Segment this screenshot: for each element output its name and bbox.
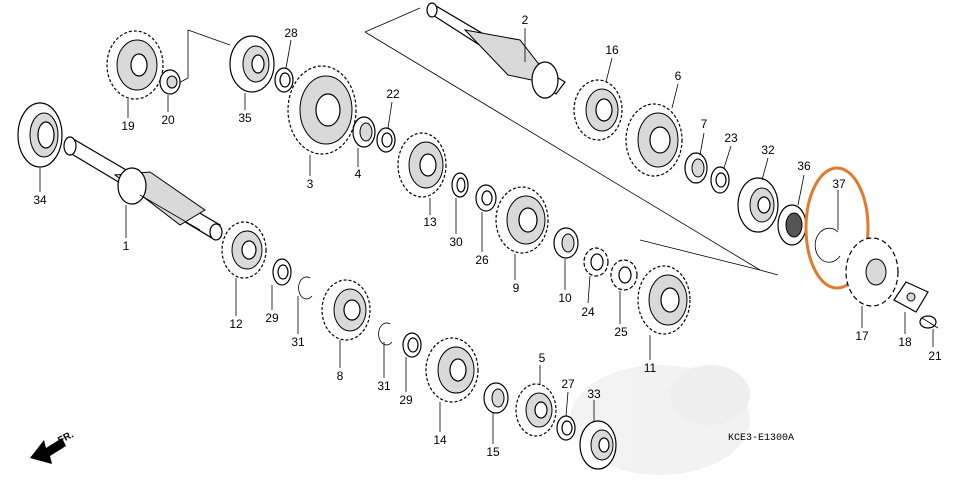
- part-8-gear[interactable]: [321, 279, 371, 341]
- part-number-label: 5: [539, 351, 546, 365]
- part-29-washer-upper[interactable]: [272, 258, 292, 286]
- lower-frame-line: [639, 239, 761, 271]
- direction-label: FR.: [56, 429, 76, 446]
- part-number-label: 10: [558, 291, 572, 305]
- part-20-collar[interactable]: [159, 69, 181, 95]
- part-number-label: 17: [855, 329, 869, 343]
- part-21-bolt[interactable]: [919, 315, 939, 329]
- part-number-label: 2: [522, 13, 529, 27]
- part-number-label: 13: [423, 215, 437, 229]
- part-18-plate[interactable]: [893, 281, 929, 313]
- part-17-sprocket[interactable]: [845, 237, 899, 307]
- part-number-label: 4: [355, 167, 362, 181]
- part-35-bearing[interactable]: [229, 35, 275, 93]
- part-30-washer[interactable]: [451, 172, 469, 198]
- part-12-gear[interactable]: [221, 221, 267, 279]
- part-number-label: 11: [644, 361, 657, 375]
- part-2-countershaft[interactable]: [426, 2, 566, 99]
- front-direction-arrow: FR.: [30, 429, 76, 464]
- part-number-label: 34: [33, 193, 47, 207]
- part-36-oilseal[interactable]: [777, 204, 807, 246]
- part-29-washer-lower[interactable]: [402, 332, 422, 358]
- part-number-label: 28: [284, 26, 298, 40]
- leader-lines: [39, 28, 934, 444]
- part-number-label: 15: [486, 445, 500, 459]
- part-26-washer[interactable]: [475, 184, 497, 212]
- part-37-circlip[interactable]: [814, 227, 841, 263]
- part-number-label: 37: [832, 177, 846, 191]
- highlight-circle: [804, 166, 870, 290]
- part-number-label: 36: [797, 159, 811, 173]
- part-23-washer[interactable]: [710, 166, 730, 194]
- part-number-label: 12: [229, 317, 243, 331]
- part-number-label: 18: [898, 335, 912, 349]
- part-3-gear[interactable]: [287, 65, 357, 155]
- part-31-circlip-upper[interactable]: [298, 276, 313, 300]
- part-14-gear[interactable]: [425, 337, 479, 403]
- part-11-gear[interactable]: [637, 265, 691, 335]
- part-number-label: 21: [928, 349, 942, 363]
- part-34-bearing[interactable]: [17, 102, 63, 168]
- part-25-lockwasher[interactable]: [610, 259, 638, 291]
- part-number-label: 7: [701, 117, 708, 131]
- part-16-gear[interactable]: [573, 79, 623, 141]
- part-33-bearing[interactable]: [579, 420, 617, 470]
- part-number-label: 22: [386, 87, 400, 101]
- frame-line-end: [759, 269, 779, 276]
- part-number-label: 6: [675, 69, 682, 83]
- part-number-label: 31: [377, 379, 391, 393]
- part-1-mainshaft[interactable]: [63, 136, 223, 241]
- part-15-bushing[interactable]: [483, 382, 509, 414]
- part-number-label: 14: [433, 433, 447, 447]
- part-number-label: 29: [265, 311, 279, 325]
- part-7-bushing[interactable]: [684, 152, 708, 184]
- part-number-label: 23: [724, 131, 738, 145]
- part-number-label: 32: [761, 143, 775, 157]
- part-number-label: 33: [587, 387, 601, 401]
- part-number-label: 31: [291, 335, 305, 349]
- diagram-code: KCE3-E1300A: [728, 433, 794, 444]
- part-number-label: 1: [123, 239, 130, 253]
- part-number-label: 27: [561, 377, 575, 391]
- frame-line-bottom: [364, 31, 761, 271]
- part-number-label: 3: [307, 177, 314, 191]
- part-number-label: 30: [449, 235, 463, 249]
- part-number-label: 20: [161, 113, 175, 127]
- part-6-gear[interactable]: [625, 103, 683, 177]
- bracket-top: [187, 29, 231, 46]
- part-31-circlip-lower[interactable]: [378, 322, 393, 346]
- part-number-label: 29: [399, 393, 413, 407]
- part-13-gear[interactable]: [397, 132, 447, 198]
- part-number-label: 19: [121, 119, 135, 133]
- part-number-label: 8: [337, 369, 344, 383]
- part-28-washer[interactable]: [274, 67, 294, 93]
- part-number-label: 35: [238, 111, 252, 125]
- part-19-gear[interactable]: [106, 30, 164, 100]
- part-5-gear[interactable]: [515, 383, 557, 437]
- frame-line-top: [364, 7, 421, 33]
- part-number-label: 16: [605, 43, 619, 57]
- part-number-label: 26: [475, 253, 489, 267]
- part-27-washer[interactable]: [556, 415, 576, 441]
- part-9-gear[interactable]: [495, 186, 549, 254]
- part-number-label: 25: [614, 325, 628, 339]
- part-number-label: 24: [581, 305, 595, 319]
- part-number-label: 9: [513, 281, 520, 295]
- part-22-washer[interactable]: [376, 127, 396, 153]
- part-24-lockwasher[interactable]: [583, 247, 609, 277]
- part-32-bearing[interactable]: [737, 177, 779, 233]
- part-10-bushing[interactable]: [553, 227, 579, 259]
- part-4-bushing[interactable]: [352, 116, 376, 148]
